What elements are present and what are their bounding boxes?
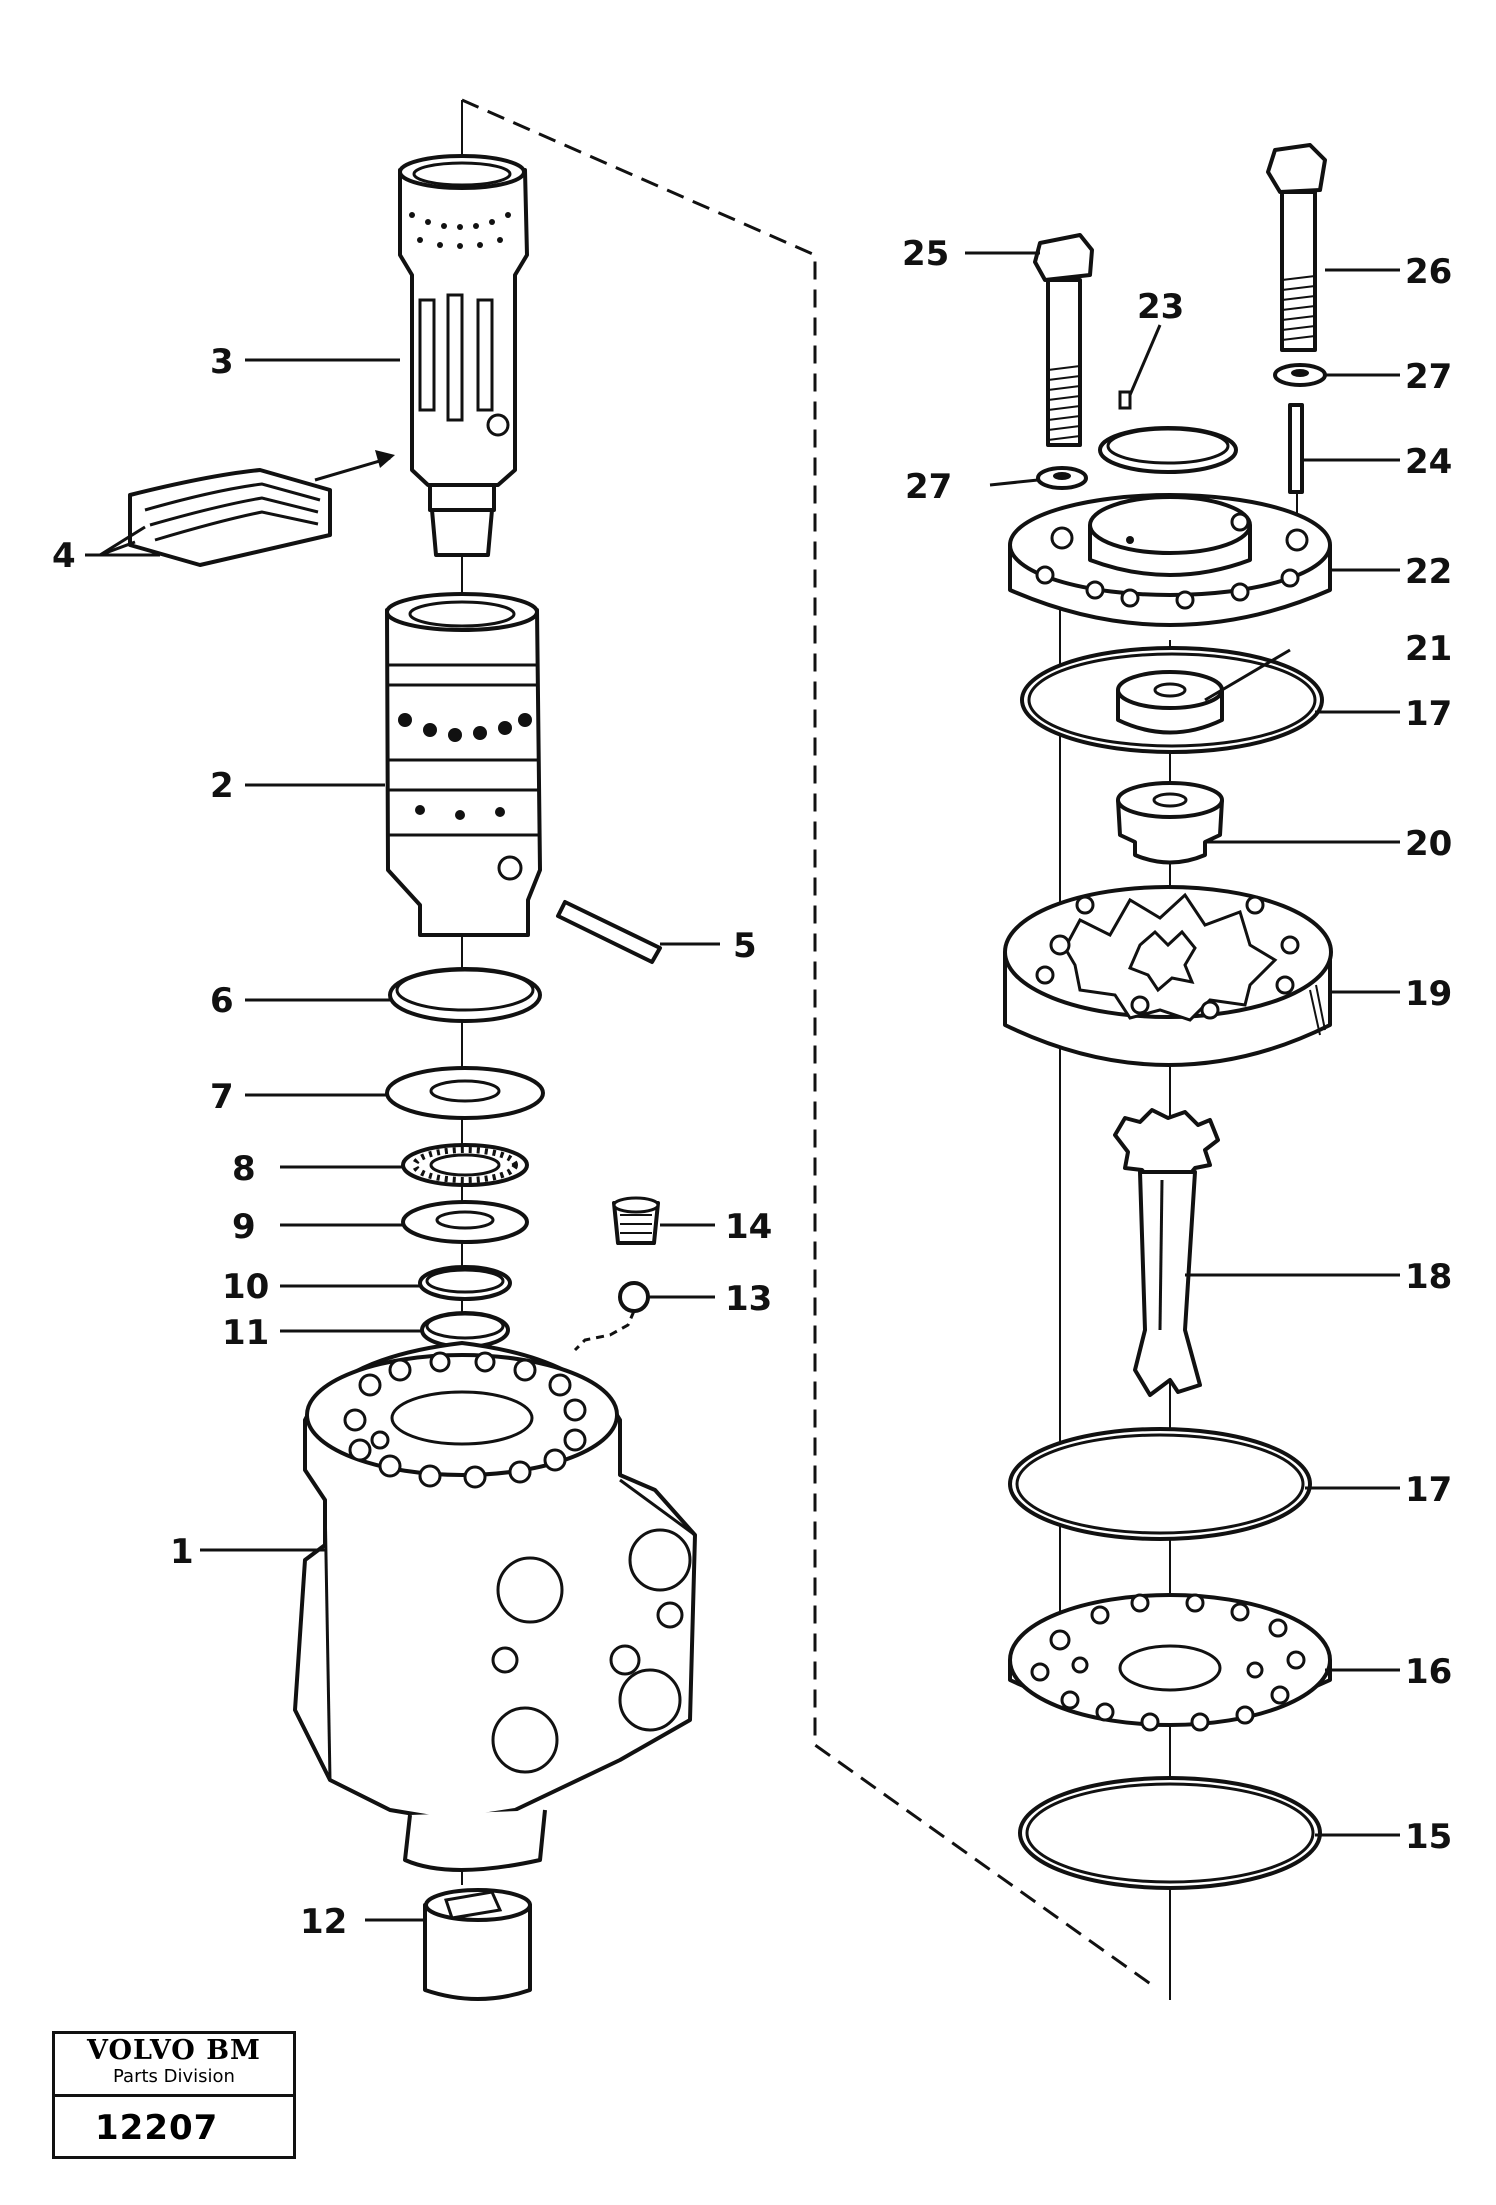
part-6-ring [388, 967, 542, 1023]
part-3-spool [398, 154, 529, 557]
callout-22: 22 [1405, 552, 1452, 592]
part-27-washer-right [1273, 363, 1327, 387]
callout-labels: 3 4 2 5 6 7 8 9 10 11 14 13 1 12 25 23 2… [52, 234, 1452, 1942]
diagram-number: 12207 [95, 2108, 219, 2148]
part-20-bushing [1116, 781, 1224, 865]
part-23-screw-cover [1098, 390, 1238, 474]
callout-24: 24 [1405, 442, 1452, 482]
callout-13: 13 [725, 1279, 772, 1319]
leader-lines [85, 251, 1400, 1922]
callout-19: 19 [1405, 974, 1452, 1014]
part-16-distributor-plate [1008, 1593, 1332, 1732]
part-19-gear-set [1003, 885, 1333, 1067]
part-9-washer [401, 1200, 529, 1244]
part-1-housing [293, 1341, 697, 1872]
part-14-plug [612, 1196, 660, 1245]
callout-15: 15 [1405, 1817, 1452, 1857]
callout-17-upper: 17 [1405, 694, 1452, 734]
callout-9: 9 [232, 1207, 256, 1247]
callout-1: 1 [170, 1532, 194, 1572]
callout-12: 12 [300, 1902, 347, 1942]
callout-27-left: 27 [905, 467, 952, 507]
part-4-leaf-springs [128, 450, 395, 567]
callout-3: 3 [210, 342, 234, 382]
callout-23: 23 [1137, 287, 1184, 327]
part-26-bolt [1266, 143, 1327, 352]
callout-16: 16 [1405, 1652, 1452, 1692]
part-13-ball [573, 1281, 650, 1352]
callout-27-right: 27 [1405, 357, 1452, 397]
part-8-bearing [401, 1143, 529, 1187]
part-25-bolt [1033, 233, 1094, 447]
part-22-end-cover [1008, 493, 1332, 627]
callout-20: 20 [1405, 824, 1452, 864]
part-7-washer [385, 1066, 545, 1120]
part-15-o-ring [1018, 1776, 1322, 1890]
part-17-o-ring-lower [1008, 1427, 1312, 1541]
assembly-boundary [461, 98, 1153, 1987]
callout-5: 5 [733, 926, 757, 966]
part-24-pin [1288, 403, 1304, 494]
callout-11: 11 [222, 1313, 269, 1353]
callout-7: 7 [210, 1077, 234, 1117]
callout-8: 8 [232, 1149, 256, 1189]
callout-4: 4 [52, 536, 76, 576]
callout-26: 26 [1405, 252, 1452, 292]
brand-name: VOLVO BM [87, 2035, 261, 2066]
division-name: Parts Division [113, 2066, 235, 2087]
part-12-sleeve [423, 1888, 532, 2001]
callout-17-lower: 17 [1405, 1470, 1452, 1510]
callout-2: 2 [210, 766, 234, 806]
part-18-drive-shaft [1113, 1108, 1220, 1397]
part-21-spacer [1116, 670, 1224, 735]
title-block-header: VOLVO BM Parts Division [55, 2034, 293, 2097]
part-5-pin [556, 900, 662, 964]
callout-14: 14 [725, 1207, 772, 1247]
part-10-ring [418, 1265, 512, 1301]
part-11-ring [420, 1311, 510, 1349]
part-27-washer-left [1036, 466, 1088, 490]
callout-10: 10 [222, 1267, 269, 1307]
part-2-sleeve [385, 592, 542, 937]
title-block: VOLVO BM Parts Division 12207 [52, 2031, 296, 2159]
callout-18: 18 [1405, 1257, 1452, 1297]
callout-21: 21 [1405, 629, 1452, 669]
callout-6: 6 [210, 981, 234, 1021]
callout-25: 25 [902, 234, 949, 274]
